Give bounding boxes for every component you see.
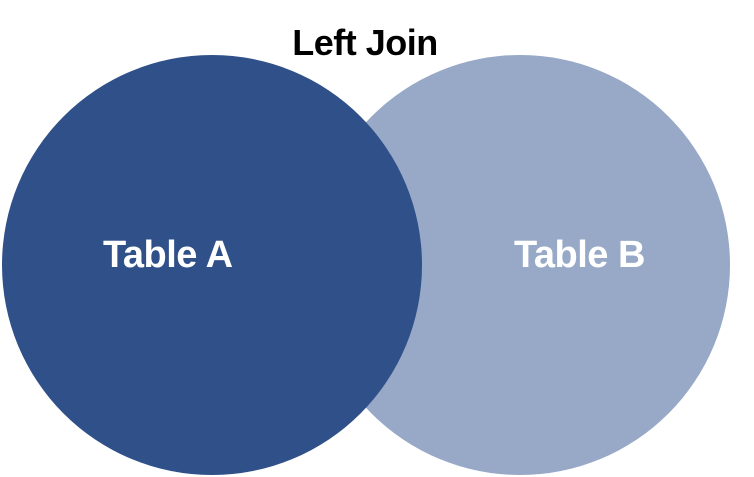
- table-b-label: Table B: [514, 234, 645, 276]
- diagram-title: Left Join: [292, 22, 438, 63]
- table-a-circle: [2, 55, 422, 475]
- table-a-label: Table A: [103, 234, 233, 276]
